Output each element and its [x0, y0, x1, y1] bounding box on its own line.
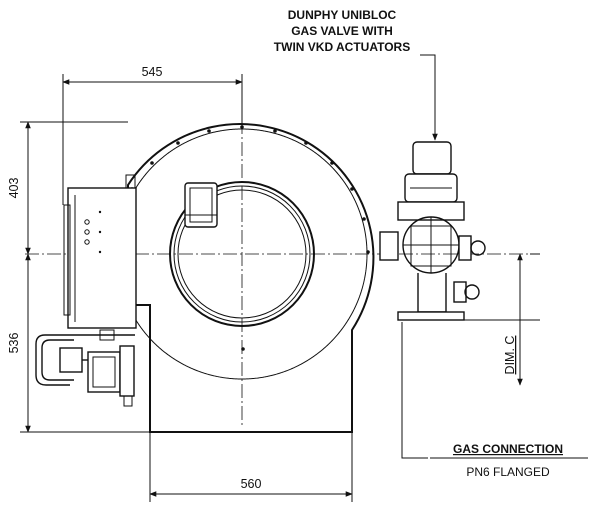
- valve-leader: [420, 54, 438, 141]
- dim-536: [20, 253, 150, 433]
- dim-c-label: DIM. C: [503, 336, 517, 375]
- gas-flange-label: PN6 FLANGED: [466, 465, 550, 479]
- dim-536-label: 536: [7, 333, 21, 354]
- gas-train-piping: [35, 329, 135, 407]
- valve-label-line3: TWIN VKD ACTUATORS: [274, 40, 410, 54]
- dim-560: [149, 432, 353, 502]
- gas-connection-label: GAS CONNECTION: [453, 442, 563, 456]
- housing-rivets: [130, 125, 370, 351]
- gas-valve-unibloc: [379, 141, 486, 321]
- control-panel: [63, 174, 137, 329]
- valve-label-line2: GAS VALVE WITH: [291, 24, 393, 38]
- gas-connection-leader: [401, 322, 428, 459]
- dim-545-label: 545: [142, 65, 163, 79]
- servo-motor: [184, 182, 218, 228]
- dim-403-label: 403: [7, 178, 21, 199]
- dim-545: [62, 74, 243, 205]
- fan-housing: [116, 123, 375, 433]
- dim-c: [464, 253, 540, 386]
- dim-560-label: 560: [241, 477, 262, 491]
- valve-label-line1: DUNPHY UNIBLOC: [288, 8, 397, 22]
- dim-403: [20, 121, 128, 255]
